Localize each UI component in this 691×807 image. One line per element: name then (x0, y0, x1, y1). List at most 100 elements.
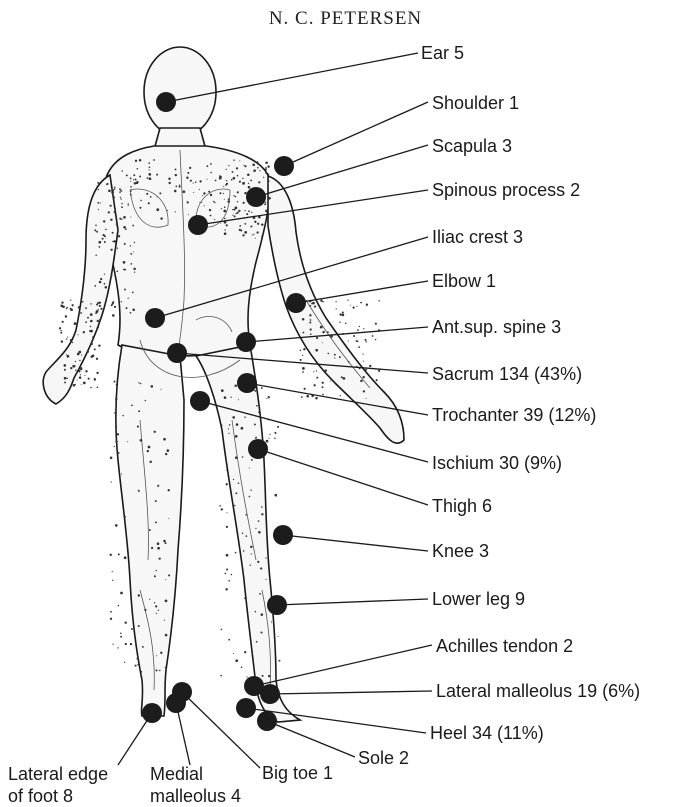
stipple-dot (265, 202, 266, 203)
stipple-dot (104, 241, 106, 243)
stipple-dot (210, 163, 212, 165)
stipple-dot (90, 343, 93, 346)
stipple-dot (145, 400, 147, 402)
stipple-dot (227, 200, 230, 203)
stipple-dot (157, 547, 160, 550)
stipple-dot (378, 370, 380, 372)
stipple-dot (239, 181, 241, 183)
stipple-dot (138, 594, 140, 596)
stipple-dot (125, 622, 127, 624)
stipple-dot (138, 410, 140, 412)
stipple-dot (135, 179, 137, 181)
stipple-dot (113, 196, 115, 198)
stipple-dot (156, 208, 159, 211)
stipple-dot (130, 186, 132, 188)
stipple-dot (310, 328, 312, 330)
stipple-dot (165, 667, 166, 668)
stipple-dot (121, 301, 122, 302)
stipple-dot (268, 174, 269, 175)
stipple-dot (114, 211, 116, 213)
stipple-dot (157, 485, 159, 487)
stipple-dot (251, 553, 252, 554)
stipple-dot (327, 331, 329, 333)
stipple-dot (95, 254, 97, 256)
stipple-dot (195, 181, 197, 183)
stipple-dot (119, 191, 121, 193)
stipple-dot (110, 274, 112, 276)
stipple-dot (120, 636, 122, 638)
stipple-dot (279, 660, 281, 662)
stipple-dot (124, 662, 125, 663)
stipple-dot (241, 666, 243, 668)
stipple-dot (258, 412, 259, 413)
stipple-dot (118, 235, 120, 237)
stipple-dot (124, 516, 126, 518)
stipple-dot (188, 214, 189, 215)
stipple-dot (99, 301, 101, 303)
stipple-dot (75, 361, 76, 362)
stipple-dot (104, 235, 106, 237)
stipple-dot (302, 371, 304, 373)
stipple-dot (120, 632, 122, 634)
stipple-dot (316, 337, 318, 339)
stipple-dot (358, 346, 360, 348)
stipple-dot (130, 177, 132, 179)
stipple-dot (357, 329, 359, 331)
stipple-dot (244, 231, 247, 234)
site-dot-lowerleg (267, 595, 287, 615)
stipple-dot (356, 306, 357, 307)
stipple-dot (138, 490, 140, 492)
stipple-dot (167, 210, 168, 211)
stipple-dot (149, 461, 151, 463)
label-lateral-malleolus: Lateral malleolus 19 (6%) (436, 681, 640, 701)
stipple-dot (128, 203, 129, 204)
stipple-dot (189, 167, 191, 169)
site-dot-elbow (286, 293, 306, 313)
stipple-dot (221, 629, 223, 631)
stipple-dot (94, 348, 96, 350)
stipple-dot (250, 180, 252, 182)
label-trochanter: Trochanter 39 (12%) (432, 405, 596, 425)
stipple-dot (237, 191, 239, 193)
stipple-dot (339, 313, 341, 315)
stipple-dot (83, 331, 85, 333)
stipple-dot (96, 372, 98, 374)
stipple-dot (149, 599, 150, 600)
site-dot-trochanter (237, 373, 257, 393)
stipple-dot (316, 377, 318, 379)
site-dot-iliac (145, 308, 165, 328)
label-knee: Knee 3 (432, 541, 489, 561)
stipple-dot (179, 186, 181, 188)
stipple-dot (133, 251, 134, 252)
stipple-dot (115, 440, 117, 442)
stipple-dot (150, 196, 152, 198)
stipple-dot (84, 375, 85, 376)
stipple-dot (157, 196, 158, 197)
label-thigh: Thigh 6 (432, 496, 492, 516)
stipple-dot (254, 221, 256, 223)
stipple-dot (235, 213, 236, 214)
stipple-dot (116, 384, 117, 385)
stipple-dot (232, 209, 233, 210)
stipple-dot (140, 383, 142, 385)
stipple-dot (158, 610, 159, 611)
stipple-dot (360, 380, 362, 382)
stipple-dot (210, 194, 212, 196)
label-lower-leg: Lower leg 9 (432, 589, 525, 609)
stipple-dot (206, 165, 208, 167)
stipple-dot (261, 613, 264, 616)
stipple-dot (236, 423, 239, 426)
stipple-dot (265, 210, 268, 213)
stipple-dot (108, 211, 110, 213)
stipple-dot (342, 311, 344, 313)
stipple-dot (238, 210, 240, 212)
site-dot-sole (257, 711, 277, 731)
stipple-dot (98, 209, 99, 210)
stipple-dot (117, 433, 119, 435)
stipple-dot (253, 169, 256, 172)
stipple-dot (234, 209, 236, 211)
label-elbow: Elbow 1 (432, 271, 496, 291)
stipple-dot (266, 440, 269, 443)
stipple-dot (140, 200, 142, 202)
stipple-dot (116, 270, 118, 272)
